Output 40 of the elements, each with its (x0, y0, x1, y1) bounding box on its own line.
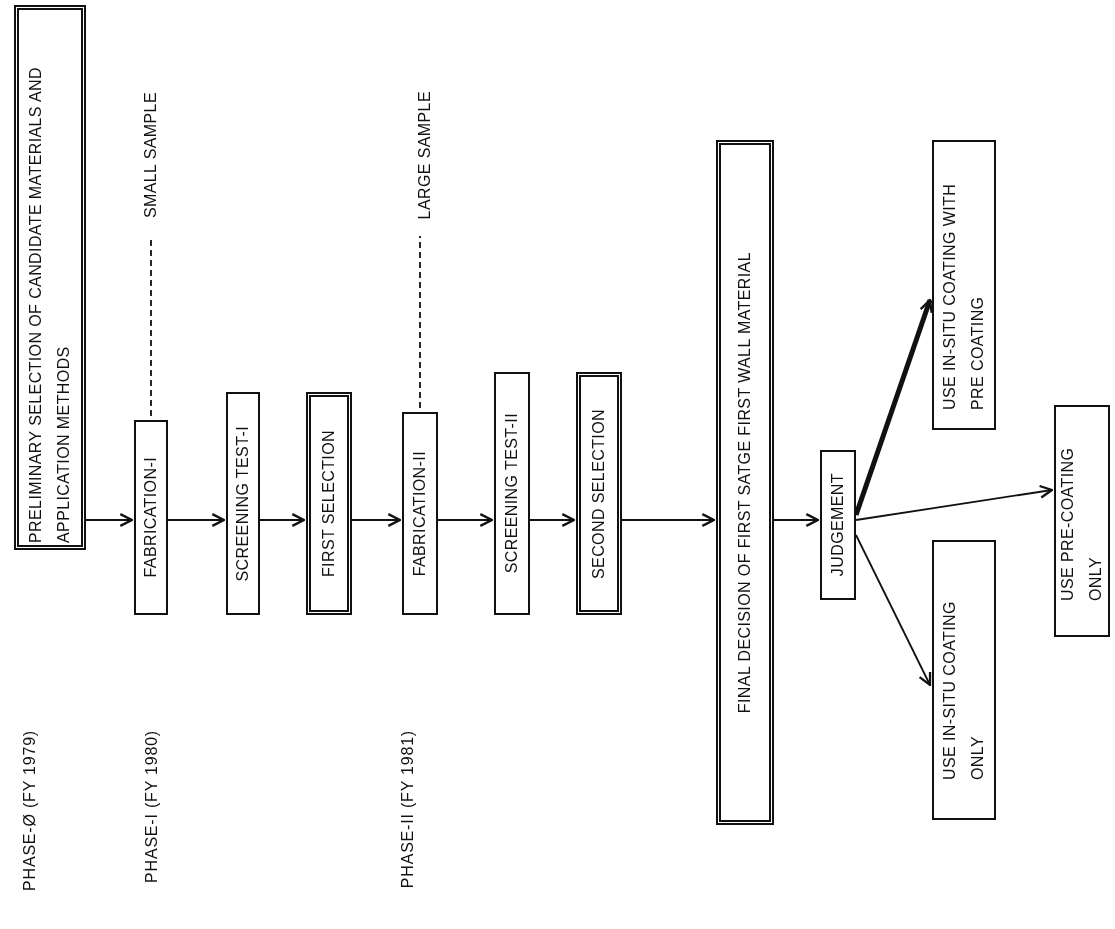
process-box (226, 392, 260, 615)
arrow (351, 513, 402, 527)
box-label: LARGE SAMPLE (415, 90, 434, 220)
process-box (14, 5, 86, 550)
box-label: FABRICATION-I (141, 457, 160, 578)
box-label: FINAL DECISION OF FIRST SATGE FIRST WALL MATERIAL (735, 251, 754, 714)
process-box (716, 140, 774, 825)
box-label: PRELIMINARY SELECTION OF CANDIDATE MATERIALS AND APPLICATION METHODS (26, 65, 73, 543)
box-label: USE PRE-COATING ONLY (1058, 446, 1105, 601)
arrow (167, 513, 226, 527)
arrow (85, 513, 134, 527)
process-box (134, 420, 168, 615)
box-label: SCREENING TEST-II (502, 413, 521, 574)
arrow (855, 534, 932, 687)
box-label: SMALL SAMPLE (141, 91, 160, 218)
phase-label: PHASE-Ø (FY 1979) (20, 730, 39, 891)
process-box (932, 540, 996, 820)
arrow (621, 513, 716, 527)
process-box (820, 450, 856, 600)
process-box (494, 372, 530, 615)
box-label: FABRICATION-II (410, 450, 429, 577)
process-box (306, 392, 352, 615)
phase-label: PHASE-I (FY 1980) (142, 730, 161, 883)
process-box (932, 140, 996, 430)
arrow (259, 513, 306, 527)
arrow (529, 513, 576, 527)
box-label: FIRST SELECTION (319, 429, 338, 578)
phase-label: PHASE-II (FY 1981) (398, 730, 417, 889)
box-label: USE IN-SITU COATING WITH PRE COATING (940, 182, 987, 410)
process-box (402, 412, 438, 615)
process-box (576, 372, 622, 615)
box-label: SECOND SELECTION (589, 408, 608, 579)
arrow (855, 484, 1054, 521)
box-label: JUDGEMENT (828, 473, 847, 577)
arrow (773, 513, 820, 527)
leader-line (419, 235, 421, 409)
process-box (1054, 405, 1110, 637)
arrow (437, 513, 494, 527)
box-label: USE IN-SITU COATING ONLY (940, 600, 987, 780)
box-label: SCREENING TEST-I (233, 425, 252, 582)
